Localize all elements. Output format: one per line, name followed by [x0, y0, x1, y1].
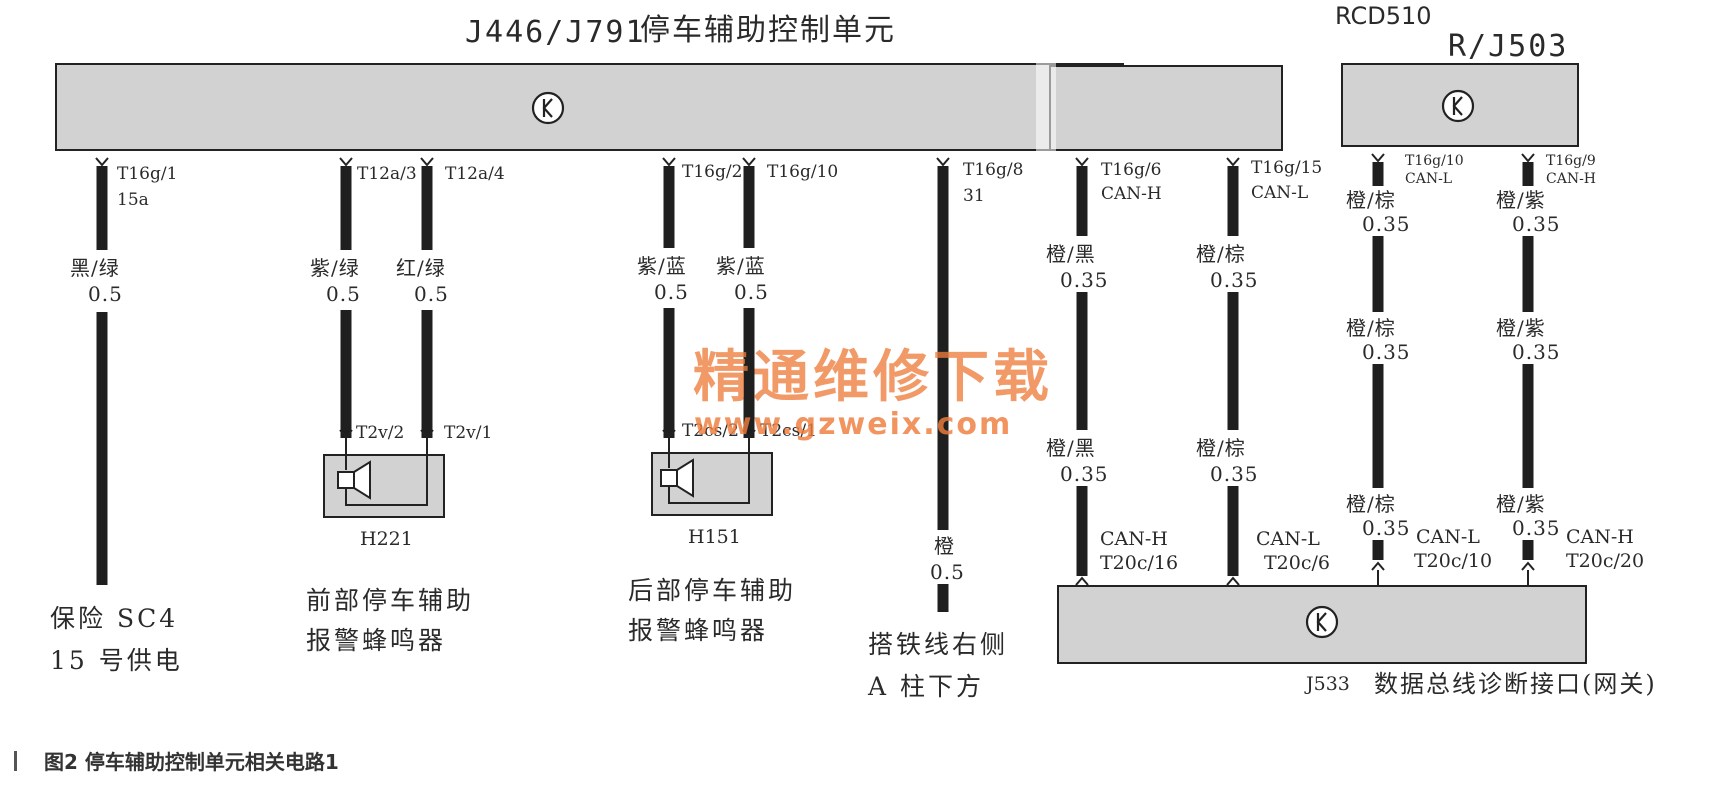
pin-arrows [95, 153, 1535, 167]
front-buzzer-code: H221 [360, 528, 413, 550]
wire-size-label: 0.5 [734, 280, 769, 304]
wire-color-label: 黑/绿 [70, 256, 120, 280]
ground-label: 搭铁线右侧 [868, 630, 1009, 659]
buzzer-pin-label: T2cs/2 [682, 421, 739, 441]
pin-signal: CAN-H [1101, 184, 1162, 204]
gateway-pin-signal: CAN-H [1566, 526, 1634, 548]
pin-label: T16g/10 [767, 162, 839, 182]
pin-signal: CAN-L [1251, 183, 1309, 203]
wire-color-label: 橙/紫 [1496, 316, 1546, 340]
pin-label: T16g/1 [117, 164, 178, 184]
gateway-pin-signal: CAN-L [1256, 528, 1320, 550]
pin-signal: 15a [117, 190, 149, 210]
gateway-name: 数据总线诊断接口(网关) [1374, 670, 1657, 698]
wire-color-label: 橙/紫 [1496, 492, 1546, 516]
rear-buzzer-desc: 报警蜂鸣器 [628, 616, 769, 645]
parking-control-unit-box [55, 63, 1124, 151]
pin-label: T16g/15 [1251, 158, 1323, 178]
k-circle-icon [531, 91, 565, 125]
pin-label: T16g/6 [1101, 160, 1162, 180]
wire-size-label: 0.35 [1060, 462, 1109, 486]
wire-color-label: 紫/蓝 [716, 254, 766, 278]
front-buzzer-desc: 前部停车辅助 [306, 586, 475, 615]
rear-buzzer-h151 [651, 429, 773, 516]
gateway-pin-label: T20c/10 [1414, 550, 1493, 572]
wire-color-label: 橙/棕 [1196, 242, 1246, 266]
wire-size-label: 0.35 [1210, 462, 1259, 486]
wire-color-label: 橙/棕 [1346, 492, 1396, 516]
pin-label: T12a/4 [445, 164, 505, 184]
gateway-pin-label: T20c/20 [1566, 550, 1645, 572]
gateway-pin-signal: CAN-H [1100, 528, 1168, 550]
gateway-pin-arrows [1075, 561, 1535, 586]
parking-control-unit-box-ext [1049, 65, 1283, 151]
wire-size-label: 0.5 [414, 282, 449, 306]
wire-color-label: 紫/绿 [310, 256, 360, 280]
wire-size-label: 0.35 [1362, 516, 1411, 540]
pin-label: T16g/2 [682, 162, 743, 182]
gateway-pin-label: T20c/16 [1100, 552, 1179, 574]
figure-caption: 图2 停车辅助控制单元相关电路1 [44, 750, 339, 774]
wire-color-label: 红/绿 [396, 256, 446, 280]
radio-unit-label: R/J503 [1448, 29, 1569, 64]
wire-size-label: 0.35 [1362, 212, 1411, 236]
wire-size-label: 0.5 [654, 280, 689, 304]
gateway-pin-signal: CAN-L [1416, 526, 1480, 548]
wire-size-label: 0.5 [930, 560, 965, 584]
k-circle-icon [1305, 605, 1339, 639]
speaker-icon [660, 458, 694, 498]
wire-color-label: 橙/黑 [1046, 242, 1096, 266]
wire-color-label: 橙/棕 [1346, 188, 1396, 212]
wire-size-label: 0.35 [1362, 340, 1411, 364]
wire-size-label: 0.35 [1210, 268, 1259, 292]
k-circle-icon [1441, 89, 1475, 123]
wire-size-label: 0.35 [1512, 212, 1561, 236]
wire-color-label: 橙/紫 [1496, 188, 1546, 212]
pin-signal: 31 [963, 186, 985, 206]
front-buzzer-desc: 报警蜂鸣器 [306, 626, 447, 655]
pin-label: T16g/9 [1546, 153, 1596, 169]
pin-signal: CAN-H [1546, 171, 1597, 187]
wire-color-label: 橙/黑 [1046, 436, 1096, 460]
caption-bar [14, 751, 17, 771]
wire-color-label: 橙/棕 [1346, 316, 1396, 340]
pin-label: T16g/10 [1405, 153, 1464, 169]
wire-color-label: 橙 [934, 534, 955, 558]
wire-size-label: 0.5 [326, 282, 361, 306]
rear-buzzer-code: H151 [688, 526, 741, 548]
pin-label: T12a/3 [357, 164, 417, 184]
wires [96, 162, 1534, 612]
parking-unit-name: 停车辅助控制单元 [640, 13, 896, 48]
wire-color-label: 橙/棕 [1196, 436, 1246, 460]
buzzer-pin-label: T2v/1 [444, 423, 493, 443]
gateway-code: J533 [1306, 673, 1350, 695]
watermark-url: www.gzweix.com [694, 407, 1013, 442]
parking-unit-code: J446/J791 [465, 15, 646, 50]
rear-buzzer-desc: 后部停车辅助 [628, 576, 797, 605]
buzzer-pin-label: T2v/2 [356, 423, 405, 443]
radio-code: RCD510 [1335, 2, 1432, 30]
wire-size-label: 0.35 [1512, 516, 1561, 540]
speaker-icon [337, 460, 371, 500]
buzzer-pin-label: T2cs/1 [760, 421, 817, 441]
watermark-text: 精通维修下载 [693, 345, 1053, 410]
fuse-label: 保险 SC4 [50, 604, 179, 633]
front-buzzer-h221 [323, 429, 445, 518]
wire-size-label: 0.35 [1060, 268, 1109, 292]
ground-label: A 柱下方 [868, 672, 985, 701]
wire-color-label: 紫/蓝 [637, 254, 687, 278]
wire-size-label: 0.5 [88, 282, 123, 306]
pin-signal: CAN-L [1405, 171, 1453, 187]
pin-label: T16g/8 [963, 160, 1024, 180]
wire-size-label: 0.35 [1512, 340, 1561, 364]
fuse-label: 15 号供电 [50, 646, 183, 675]
gateway-pin-label: T20c/6 [1264, 552, 1330, 574]
